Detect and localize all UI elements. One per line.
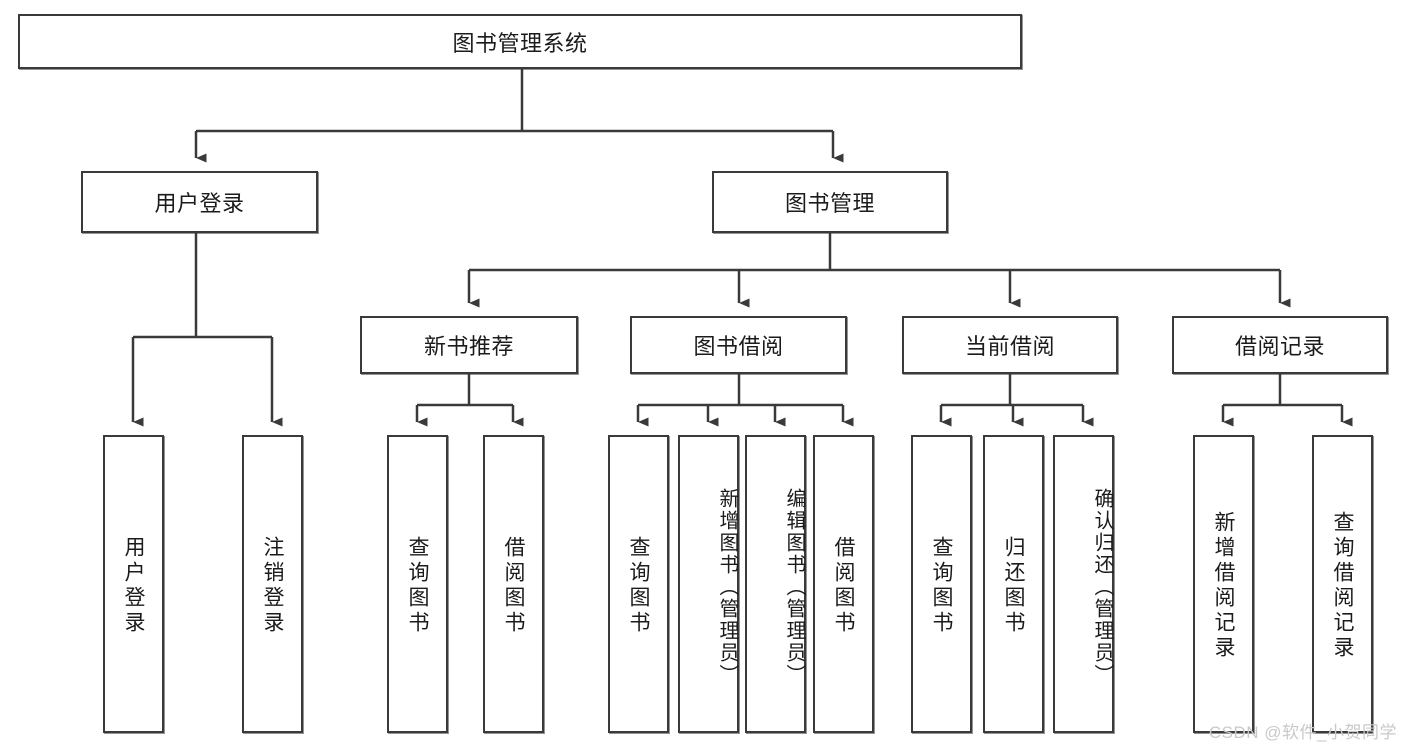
node-leaf-confirm-return[interactable]: 确认归还（管理员） <box>1053 435 1114 733</box>
node-leaf-user-logout-label: 注销登录 <box>261 536 284 636</box>
node-user-login-label: 用户登录 <box>154 191 245 216</box>
edge-current-borrow-to-leaves <box>939 374 1094 427</box>
node-leaf-add-borrow-record-label: 新增借阅记录 <box>1212 511 1235 661</box>
node-user-login[interactable]: 用户登录 <box>81 171 318 233</box>
node-new-book-recommend[interactable]: 新书推荐 <box>360 316 578 374</box>
node-new-book-recommend-label: 新书推荐 <box>423 334 514 359</box>
node-leaf-query-borrow-record-label: 查询借阅记录 <box>1331 511 1354 661</box>
node-current-borrow-label: 当前借阅 <box>964 334 1055 359</box>
node-root[interactable]: 图书管理系统 <box>18 14 1022 69</box>
node-borrow-record-label: 借阅记录 <box>1234 334 1325 359</box>
node-leaf-borrow-book-recommend[interactable]: 借阅图书 <box>483 435 544 733</box>
node-leaf-user-logout[interactable]: 注销登录 <box>242 435 303 733</box>
edge-root-to-level2 <box>194 69 844 163</box>
node-borrow-record[interactable]: 借阅记录 <box>1172 316 1388 374</box>
node-book-management[interactable]: 图书管理 <box>712 171 948 233</box>
node-leaf-query-book-current-label: 查询图书 <box>930 536 953 636</box>
node-leaf-user-login-label: 用户登录 <box>122 536 145 636</box>
node-leaf-query-book-recommend[interactable]: 查询图书 <box>387 435 448 733</box>
node-leaf-add-borrow-record[interactable]: 新增借阅记录 <box>1193 435 1254 733</box>
node-leaf-edit-book-label: 编辑图书（管理员） <box>783 488 805 686</box>
node-book-borrow[interactable]: 图书借阅 <box>630 316 847 374</box>
edge-book-borrow-to-leaves <box>636 374 854 427</box>
node-leaf-confirm-return-label: 确认归还（管理员） <box>1091 488 1113 686</box>
edge-book-management-to-level3 <box>467 233 1291 308</box>
node-current-borrow[interactable]: 当前借阅 <box>902 316 1118 374</box>
node-leaf-query-book-current[interactable]: 查询图书 <box>911 435 972 733</box>
node-leaf-add-book[interactable]: 新增图书（管理员） <box>678 435 739 733</box>
node-leaf-query-borrow-record[interactable]: 查询借阅记录 <box>1312 435 1373 733</box>
node-leaf-edit-book[interactable]: 编辑图书（管理员） <box>745 435 806 733</box>
node-leaf-query-book-borrow[interactable]: 查询图书 <box>608 435 669 733</box>
node-leaf-borrow-book-label: 借阅图书 <box>832 536 855 636</box>
node-leaf-borrow-book[interactable]: 借阅图书 <box>813 435 874 733</box>
edge-borrow-record-to-leaves <box>1221 374 1353 427</box>
node-leaf-return-book-label: 归还图书 <box>1002 536 1025 636</box>
node-leaf-return-book[interactable]: 归还图书 <box>983 435 1044 733</box>
node-root-label: 图书管理系统 <box>452 30 588 56</box>
node-leaf-user-login[interactable]: 用户登录 <box>103 435 164 733</box>
node-leaf-add-book-label: 新增图书（管理员） <box>716 488 738 686</box>
node-leaf-query-book-borrow-label: 查询图书 <box>627 536 650 636</box>
node-leaf-query-book-recommend-label: 查询图书 <box>406 536 429 636</box>
node-book-borrow-label: 图书借阅 <box>693 334 784 359</box>
node-leaf-borrow-book-recommend-label: 借阅图书 <box>502 536 525 636</box>
node-book-management-label: 图书管理 <box>784 191 875 216</box>
edge-new-book-recommend-to-leaves <box>415 374 524 427</box>
edge-user-login-to-leaves <box>131 233 283 427</box>
